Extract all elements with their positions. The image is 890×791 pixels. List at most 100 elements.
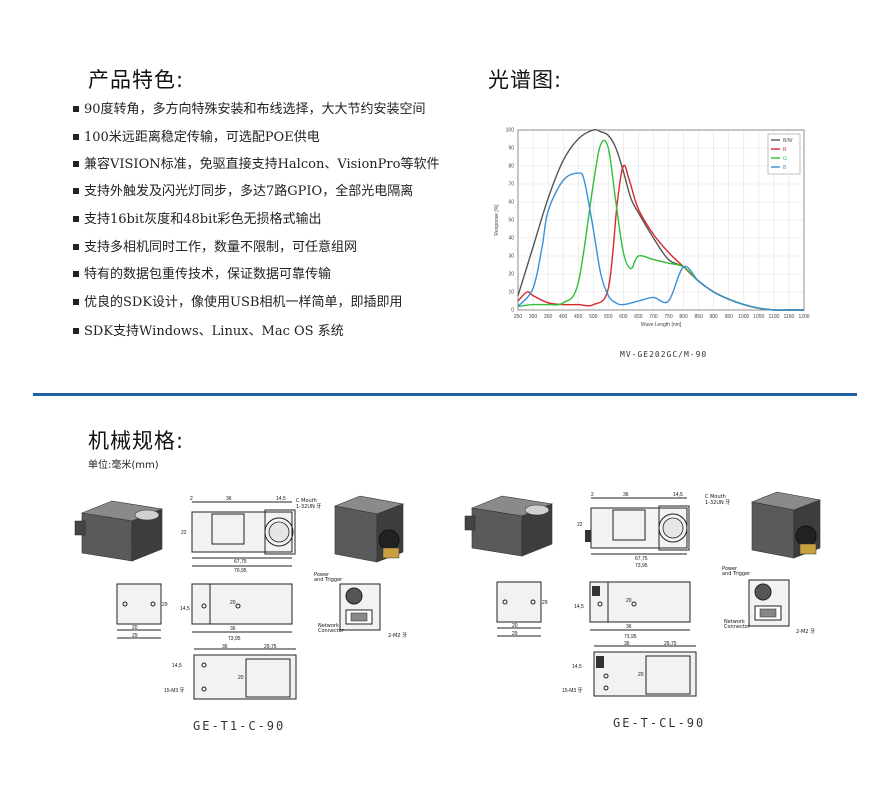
- x-tick-label: 600: [619, 314, 628, 320]
- dim-label: 15-M3 牙: [562, 688, 583, 694]
- dim-label: 36: [626, 624, 632, 630]
- legend-label: B: [783, 165, 787, 171]
- dim-label: 2: [190, 496, 193, 502]
- dim-label: 20: [132, 625, 138, 631]
- x-tick-label: 550: [604, 314, 613, 320]
- feature-item: SDK支持Windows、Linux、Mac OS 系统: [73, 320, 344, 339]
- feature-item: 90度转角，多方向特殊安装和布线选择，大大节约安装空间: [73, 98, 426, 117]
- camera-bottom-view-2: 36 29,75 14,5 20 15-M3 牙: [562, 641, 697, 697]
- camera-iso-view-2: [464, 495, 554, 557]
- camera-iso-view-1: [74, 500, 164, 562]
- series-line-b: [517, 172, 804, 311]
- spectrum-title: 光谱图:: [488, 68, 563, 92]
- bullet-icon: [73, 298, 79, 305]
- camera-iso-view-rear-2: [750, 491, 822, 559]
- dim-label: 36: [230, 626, 236, 632]
- legend-label: G: [783, 156, 787, 162]
- x-tick-label: 750: [664, 314, 673, 320]
- dim-label: 29: [162, 602, 168, 608]
- dim-label: 73,95: [624, 634, 637, 640]
- dim-label: 73,95: [635, 563, 648, 569]
- connector-rear-view-1: [339, 583, 381, 631]
- legend-label: B/W: [783, 138, 793, 144]
- dim-label: 14,5: [276, 496, 286, 502]
- y-tick-label: 20: [508, 272, 514, 278]
- camera-front-view-2: 2 36 14,5 22 67,75 73,95: [577, 492, 690, 569]
- dim-label: 36: [624, 641, 630, 647]
- legend-label: R: [783, 147, 787, 153]
- c-mouth-label: C Mouth 1-32UN 牙: [296, 498, 322, 510]
- dim-label: 29,75: [264, 644, 277, 650]
- dim-label: 20: [230, 600, 236, 606]
- feature-item: 优良的SDK设计，像使用USB相机一样简单，即插即用: [73, 291, 402, 310]
- x-tick-label: 650: [634, 314, 643, 320]
- feature-item: 支持多相机同时工作，数量不限制，可任意组网: [73, 236, 357, 255]
- bullet-icon: [73, 187, 79, 194]
- x-tick-label: 300: [529, 314, 538, 320]
- connector-rear-view-2: [748, 579, 790, 627]
- features-list: 90度转角，多方向特殊安装和布线选择，大大节约安装空间 100米远距离稳定传输，…: [73, 0, 493, 340]
- chart-legend: B/W RGB: [767, 133, 801, 175]
- x-tick-label: 1050: [753, 314, 764, 320]
- x-axis-label: Wave Length [nm]: [641, 322, 682, 328]
- bullet-icon: [73, 243, 79, 250]
- camera-top-view-2: 14,5 36 73,95 20: [574, 581, 691, 640]
- camera-top-view-1: 14,5 36 73,95 20: [180, 583, 293, 642]
- feature-item: 特有的数据包重传技术，保证数据可靠传输: [73, 263, 331, 282]
- dim-label: 29,75: [664, 641, 677, 647]
- x-tick-label: 250: [514, 314, 523, 320]
- network-connector-label: Network Connector: [724, 619, 750, 630]
- camera-iso-view-rear-1: [333, 495, 405, 563]
- m2-thread-label: 2-M2 牙: [796, 629, 816, 635]
- y-tick-label: 100: [506, 128, 515, 134]
- bullet-icon: [73, 160, 79, 167]
- dim-label: 29: [132, 633, 138, 639]
- model-caption: GE-T1-C-90: [193, 719, 286, 733]
- y-tick-label: 60: [508, 200, 514, 206]
- dim-label: 36: [226, 496, 232, 502]
- camera-front-view-1: 2 36 14,5 22 67,75 70,95: [181, 496, 296, 574]
- dim-label: 20: [626, 598, 632, 604]
- dim-label: 22: [181, 530, 187, 536]
- y-tick-label: 0: [511, 308, 514, 314]
- dim-label: 20: [238, 675, 244, 681]
- unit-label: 单位:毫米(mm): [88, 460, 159, 471]
- dim-label: 14,5: [172, 663, 182, 669]
- network-connector-label: Network Connector: [318, 623, 344, 634]
- y-tick-label: 30: [508, 254, 514, 260]
- power-trigger-label: Power and Trigger: [314, 572, 343, 583]
- dim-label: 14,5: [180, 606, 190, 612]
- section-divider: [33, 393, 857, 396]
- features-title: 产品特色:: [88, 68, 185, 92]
- dim-label: 70,95: [234, 568, 247, 574]
- x-tick-label: 350: [544, 314, 553, 320]
- x-tick-label: 900: [710, 314, 719, 320]
- x-tick-label: 1150: [784, 314, 795, 320]
- dim-label: 14,5: [572, 664, 582, 670]
- camera-side-view-1: 20 29 29: [116, 583, 168, 639]
- bullet-icon: [73, 327, 79, 334]
- y-tick-label: 80: [508, 164, 514, 170]
- x-tick-label: 1000: [738, 314, 749, 320]
- feature-item: 兼容VISION标准，免驱直接支持Halcon、VisionPro等软件: [73, 153, 439, 172]
- y-axis-label: Response [%]: [494, 204, 500, 236]
- camera-bottom-view-1: 36 29,75 14,5 20 15-M3 牙: [164, 644, 297, 700]
- dim-label: 29: [512, 631, 518, 637]
- dim-label: 14,5: [673, 492, 683, 498]
- x-tick-label: 500: [589, 314, 598, 320]
- dim-label: 67,75: [635, 556, 648, 562]
- dim-label: 15-M3 牙: [164, 688, 185, 694]
- c-mouth-label: C Mouth 1-32UN 牙: [705, 494, 731, 506]
- camera-side-view-2: 20 29 29: [496, 581, 548, 637]
- dim-label: 20: [512, 623, 518, 629]
- chart-grid: [517, 129, 805, 311]
- m2-thread-label: 2-M2 牙: [388, 633, 408, 639]
- spectrum-caption: MV-GE202GC/M-90: [620, 350, 708, 359]
- x-tick-label: 850: [694, 314, 703, 320]
- x-tick-label: 1100: [769, 314, 780, 320]
- bullet-icon: [73, 270, 79, 277]
- dim-label: 22: [577, 522, 583, 528]
- x-tick-label: 700: [649, 314, 658, 320]
